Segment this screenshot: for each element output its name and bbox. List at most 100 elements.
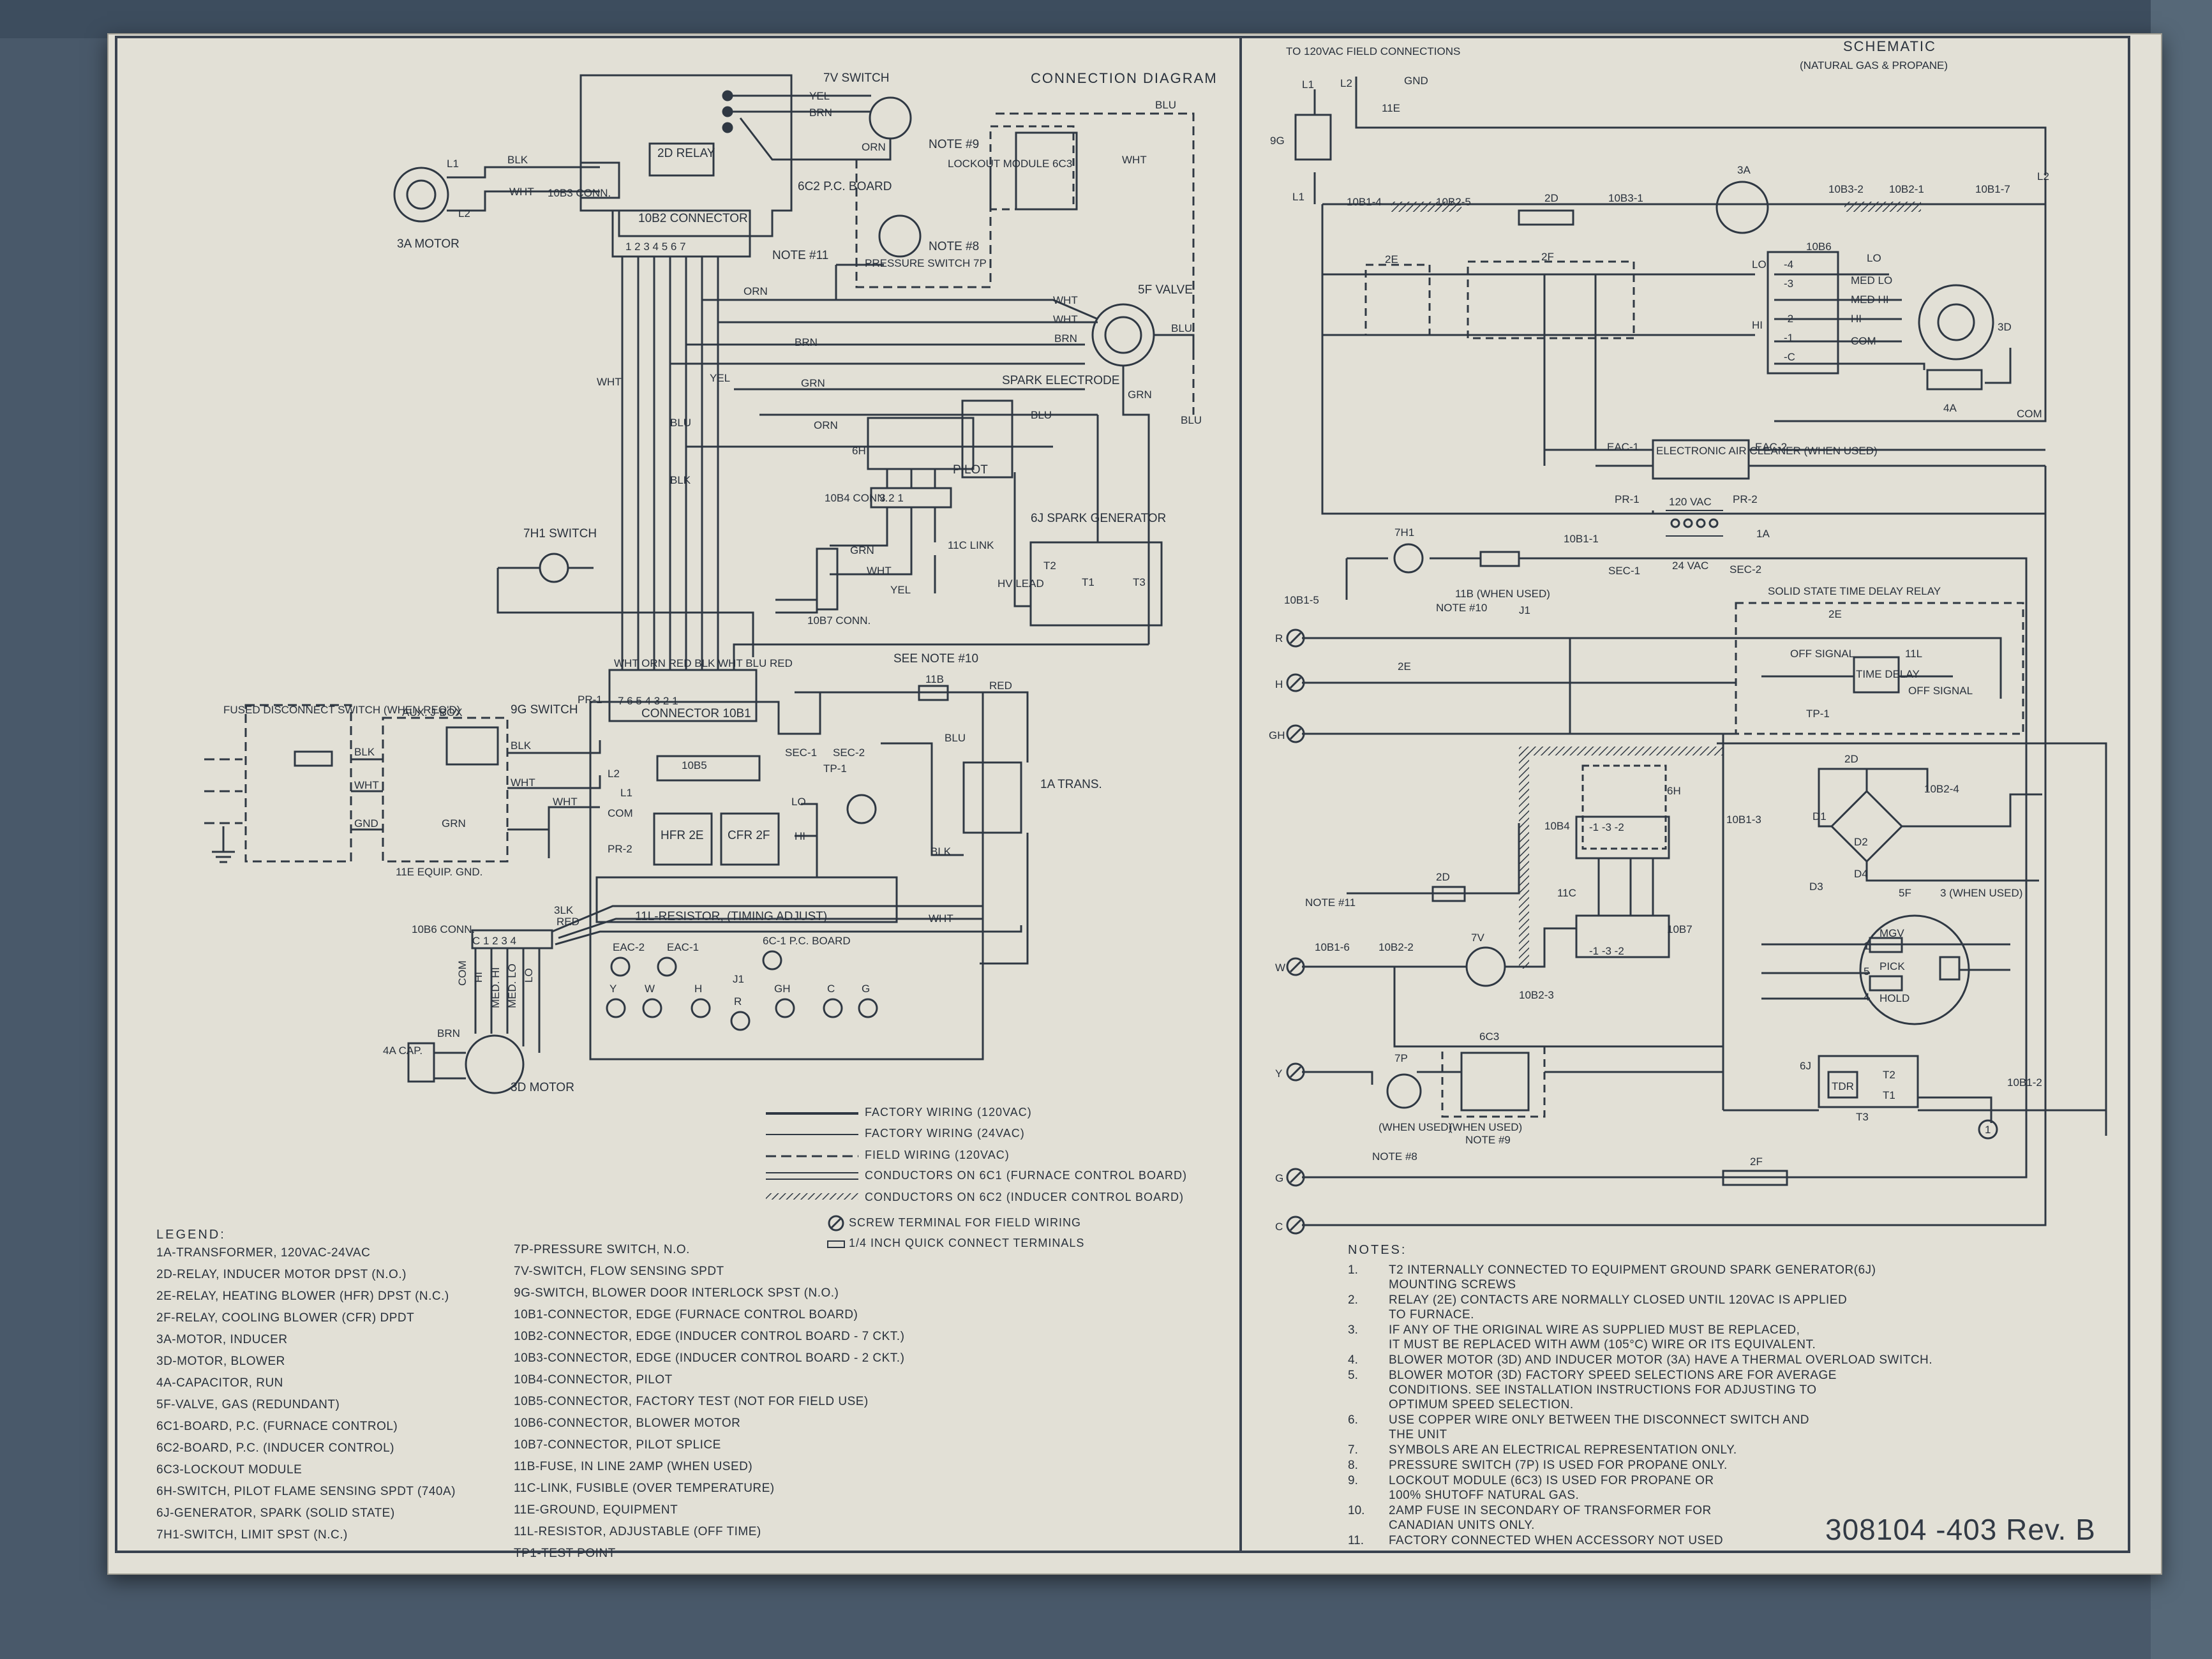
label-s-4a: 4A — [1943, 402, 1957, 414]
label-orn-pilot: ORN — [814, 419, 838, 431]
note-line: BLOWER MOTOR (3D) FACTORY SPEED SELECTIO… — [1389, 1369, 1837, 1382]
relay-2d-contacts — [1518, 209, 1574, 226]
label-s-pin4: -4 — [1784, 258, 1793, 271]
label-s-10b3-2: 10B3-2 — [1828, 183, 1864, 195]
label-s-hi: HI — [1752, 319, 1763, 331]
notes-title: NOTES: — [1348, 1243, 1407, 1257]
legend-col2-item: 10B4-CONNECTOR, PILOT — [514, 1373, 673, 1387]
label-s-l1-lower: L1 — [1292, 191, 1304, 203]
connector-10b7 — [1575, 914, 1670, 958]
label-s-10b7-pins: -1 -3 -2 — [1589, 945, 1624, 957]
label-s-t2: T2 — [1883, 1069, 1895, 1081]
blower-motor-3d — [465, 1034, 525, 1094]
label-s-10b1-3: 10B1-3 — [1726, 814, 1761, 826]
connector-10b7 — [816, 547, 839, 611]
label-10b2-connector: 10B2 CONNECTOR — [638, 212, 748, 225]
label-10b4-pins: 3 2 1 — [879, 492, 904, 504]
legend-col2-item: 7V-SWITCH, FLOW SENSING SPDT — [514, 1265, 724, 1278]
legend-col1-item: 1A-TRANSFORMER, 120VAC-24VAC — [156, 1246, 371, 1260]
label-pr2: PR-2 — [608, 843, 632, 855]
label-lo-board: LO — [791, 796, 806, 808]
label-orn-harness: ORN — [744, 285, 768, 297]
electronic-air-cleaner — [1652, 439, 1750, 480]
label-s-2d-w: 2D — [1436, 871, 1450, 883]
label-s-air-cleaner: ELECTRONIC AIR CLEANER (WHEN USED) — [1656, 445, 1878, 457]
label-s-2e-td: 2E — [1828, 608, 1842, 620]
label-s-com: COM — [2017, 408, 2042, 420]
label-red-fuse: RED — [989, 680, 1012, 692]
label-s-pin5-4: 4 — [1864, 991, 1869, 1003]
label-grn-valve: GRN — [1128, 389, 1152, 401]
label-com-board: COM — [608, 807, 633, 819]
label-7h1-switch: 7H1 SWITCH — [523, 527, 597, 540]
label-s-medlo: MED LO — [1851, 274, 1892, 286]
label-s-note9: NOTE #9 — [1465, 1134, 1511, 1146]
label-hi-board: HI — [795, 830, 805, 842]
label-s-l2: L2 — [1340, 77, 1352, 89]
label-brn-harness: BRN — [795, 336, 818, 348]
label-wht-valve-1: WHT — [1053, 294, 1078, 306]
label-s-when-used-7p: (WHEN USED) — [1379, 1121, 1452, 1133]
relay-hfr-2e — [653, 812, 713, 866]
label-s-d2: D2 — [1854, 836, 1868, 848]
label-3lk: 3LK — [554, 904, 574, 916]
label-l1: L1 — [447, 158, 459, 170]
label-tp1: TP-1 — [823, 763, 847, 775]
label-s-d3: D3 — [1809, 881, 1823, 893]
label-connection-title: CONNECTION DIAGRAM — [1031, 70, 1218, 86]
label-blu-pilot: BLU — [1031, 409, 1052, 421]
timing-adjust-knob — [846, 794, 877, 824]
label-schematic-title: SCHEMATIC — [1843, 38, 1936, 54]
label-yel-pilot: YEL — [890, 584, 911, 596]
note-number: 5. — [1348, 1369, 1358, 1382]
label-wht-valve-2: WHT — [1053, 313, 1078, 325]
label-s-10b6: 10B6 — [1806, 241, 1832, 253]
legend-col2-item: 11L-RESISTOR, ADJUSTABLE (OFF TIME) — [514, 1525, 761, 1538]
label-medhi-motor: MED. HI — [489, 967, 502, 1008]
legend-col1-item: 2F-RELAY, COOLING BLOWER (CFR) DPDT — [156, 1311, 415, 1325]
bridge-rectifier — [1830, 789, 1904, 863]
label-s-y: Y — [1275, 1068, 1282, 1080]
label-s-eac2: EAC-2 — [1755, 441, 1787, 453]
label-4a-cap: 4A CAP. — [383, 1045, 422, 1057]
label-s-10b4-pins: -1 -3 -2 — [1589, 821, 1624, 833]
legend-title: LEGEND: — [156, 1228, 226, 1242]
label-s-hi-motor: HI — [1851, 313, 1862, 325]
terminal-g-label: G — [862, 983, 870, 995]
spark-generator-6j — [1029, 541, 1163, 627]
label-blu-valve: BLU — [1171, 322, 1192, 334]
terminal-y-label: Y — [609, 983, 617, 995]
label-see-note-10: SEE NOTE #10 — [893, 652, 978, 666]
key-conductors-6c1: CONDUCTORS ON 6C1 (FURNACE CONTROL BOARD… — [865, 1169, 1188, 1182]
key-field-120: FIELD WIRING (120VAC) — [865, 1149, 1010, 1161]
label-s-off-signal: OFF SIGNAL — [1790, 648, 1855, 660]
label-com-motor: COM — [456, 960, 468, 986]
label-s-t1: T1 — [1883, 1089, 1895, 1101]
label-s-24vac: 24 VAC — [1672, 560, 1708, 572]
label-s-lo-motor: LO — [1867, 252, 1881, 264]
relay-2f — [1467, 260, 1635, 339]
label-s-note8: NOTE #8 — [1372, 1150, 1417, 1163]
label-s-eac1: EAC-1 — [1607, 441, 1639, 453]
label-10b1-connector: CONNECTOR 10B1 — [641, 707, 751, 720]
label-harness-colors: WHT ORN RED BLK WHT BLU RED — [614, 657, 793, 669]
connector-10b6 — [1767, 251, 1839, 375]
label-s-10b2-4: 10B2-4 — [1924, 783, 1959, 795]
label-s-2e: 2E — [1385, 253, 1398, 265]
note-line: 2AMP FUSE IN SECONDARY OF TRANSFORMER FO… — [1389, 1504, 1712, 1517]
label-s-10b2-2: 10B2-2 — [1379, 941, 1414, 953]
label-blk-harness: BLK — [670, 474, 691, 486]
note-line: USE COPPER WIRE ONLY BETWEEN THE DISCONN… — [1389, 1413, 1810, 1427]
solid-state-time-delay-relay — [1735, 602, 2024, 735]
flow-switch-7v — [1465, 946, 1506, 987]
note-line: 100% SHUTOFF NATURAL GAS. — [1389, 1489, 1580, 1502]
note-line: LOCKOUT MODULE (6C3) IS USED FOR PROPANE… — [1389, 1474, 1714, 1487]
label-hfr-2e: HFR 2E — [661, 829, 704, 842]
label-s-2f-coil: 2F — [1750, 1156, 1763, 1168]
label-sec2: SEC-2 — [833, 747, 865, 759]
label-s-7h1: 7H1 — [1394, 526, 1414, 539]
pressure-switch-7p — [1386, 1073, 1422, 1109]
label-blu-right: BLU — [1181, 414, 1202, 426]
label-red-blower: RED — [557, 916, 579, 928]
label-s-l1: L1 — [1302, 78, 1314, 91]
